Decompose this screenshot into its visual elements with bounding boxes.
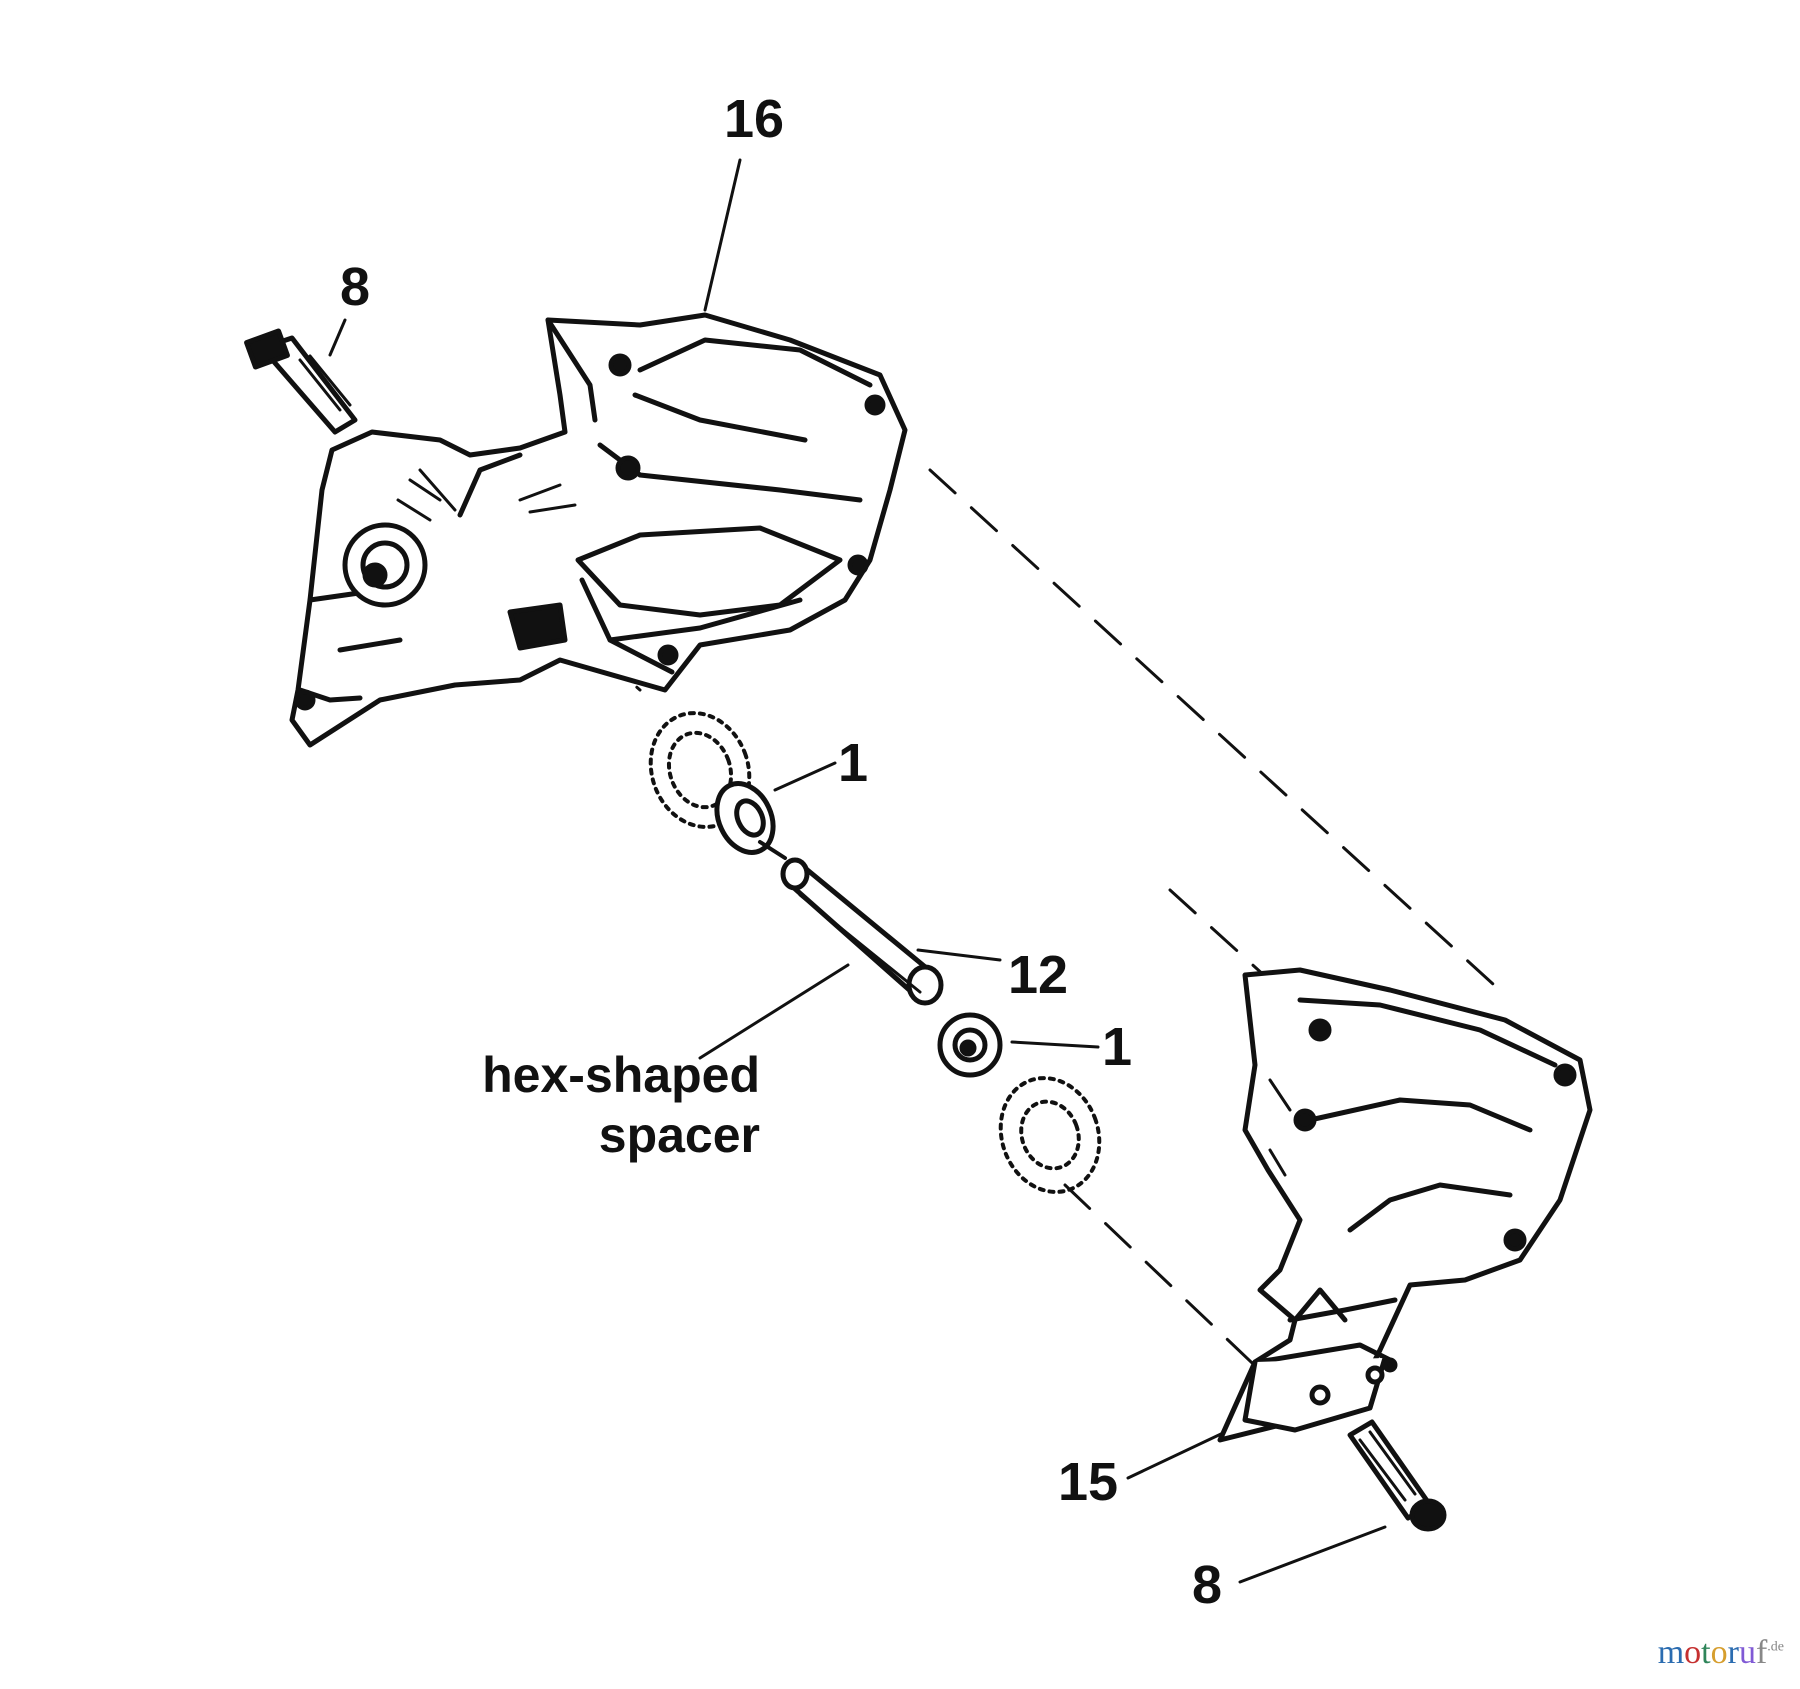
spacer-annotation: hex-shaped spacer <box>425 1045 760 1165</box>
part-8-bottom-bolt <box>1347 1419 1447 1532</box>
watermark-suffix: .de <box>1767 1639 1784 1655</box>
callout-8-bottom: 8 <box>1192 1555 1223 1615</box>
part-1-upper-grommet <box>648 711 787 860</box>
annotation-line-2: spacer <box>598 1107 760 1163</box>
watermark-letter: t <box>1701 1634 1711 1671</box>
part-1-lower-grommet <box>937 1012 1102 1194</box>
watermark-letter: r <box>1727 1634 1739 1671</box>
callout-1-upper: 1 <box>838 733 869 793</box>
watermark-letter: o <box>1684 1634 1702 1671</box>
part-8-top-bolt <box>244 328 358 435</box>
motoruf-watermark-logo: motoruf.de <box>1658 1636 1784 1670</box>
annotation-line-1: hex-shaped <box>482 1047 760 1103</box>
watermark-letters: motoruf <box>1658 1634 1768 1671</box>
leader-lines <box>328 158 1387 1584</box>
callout-16: 16 <box>724 89 785 149</box>
part-12-spacer <box>780 857 944 1006</box>
callout-8-top: 8 <box>340 257 371 317</box>
watermark-letter: u <box>1738 1634 1756 1671</box>
callout-12: 12 <box>1008 945 1069 1005</box>
callout-1-lower: 1 <box>1102 1017 1133 1077</box>
watermark-letter: m <box>1657 1634 1685 1671</box>
callout-15: 15 <box>1058 1452 1119 1512</box>
watermark-letter: o <box>1710 1634 1728 1671</box>
watermark-letter: f <box>1755 1634 1768 1671</box>
part-15-handle-bracket <box>1217 967 1593 1443</box>
part-16-housing <box>289 312 908 748</box>
